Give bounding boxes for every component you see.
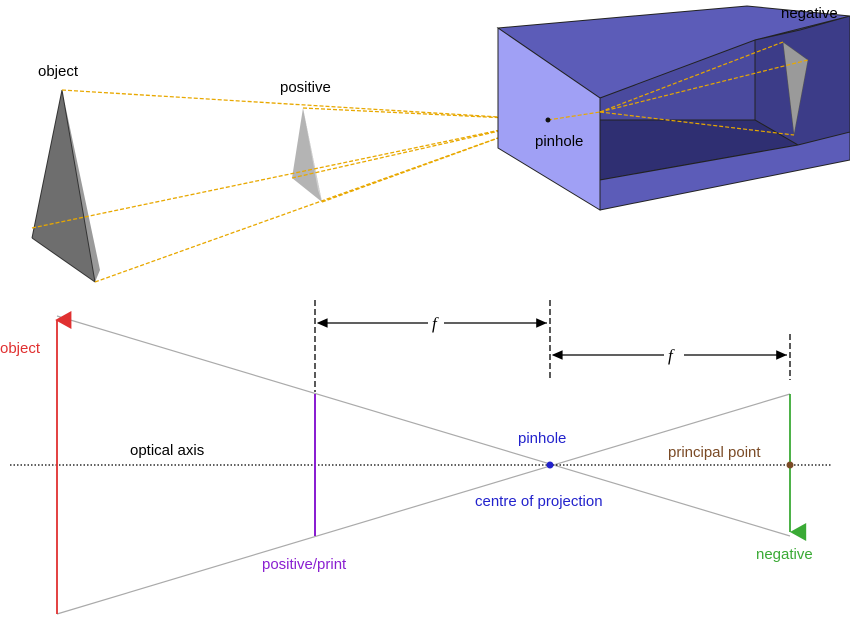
pinhole-dot — [545, 117, 551, 123]
pinhole-point — [546, 461, 554, 469]
projection-schematic: f f object optical axis pinhole centre o… — [0, 300, 832, 615]
camera-box — [496, 5, 850, 211]
object-label: object — [0, 340, 41, 357]
ray-lines — [56, 315, 791, 615]
camera-illustration: object positive negative pinhole — [31, 5, 850, 283]
positive-print-label: positive/print — [262, 556, 347, 573]
principal-point — [786, 461, 794, 469]
negative-label: negative — [756, 546, 813, 563]
focal-label-right: f — [668, 346, 675, 365]
focal-guides — [314, 300, 791, 392]
centre-of-projection-label: centre of projection — [475, 493, 603, 510]
top-positive-label: positive — [280, 79, 331, 96]
optical-axis-label: optical axis — [130, 442, 204, 459]
top-pinhole-label: pinhole — [535, 133, 583, 150]
principal-point-label: principal point — [668, 444, 761, 461]
projection-rays — [31, 89, 549, 283]
object-prism — [31, 89, 100, 283]
positive-prism — [292, 108, 322, 202]
focal-label-left: f — [432, 314, 439, 333]
top-object-label: object — [38, 63, 79, 80]
pinhole-label: pinhole — [518, 430, 566, 447]
top-negative-label: negative — [781, 5, 838, 22]
